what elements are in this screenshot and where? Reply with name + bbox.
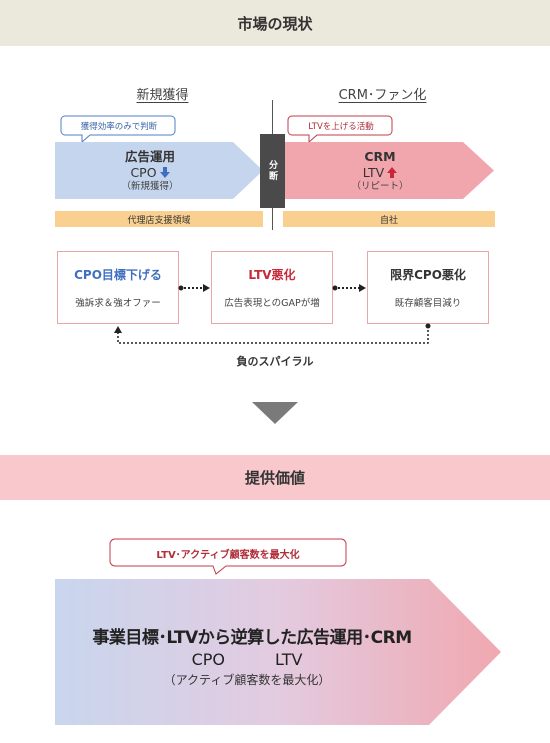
left-arrow-content: 広告運用 CPO （新規獲得） bbox=[75, 146, 225, 196]
divider-block: 分断 bbox=[260, 134, 285, 208]
cycle-box-ltv: LTV悪化 広告表現とのGAPが増 bbox=[211, 251, 333, 324]
right-arrow-metric-row: LTV bbox=[362, 165, 398, 181]
spiral-label: 負のスパイラル bbox=[236, 355, 314, 368]
connector-loop-back bbox=[114, 323, 431, 344]
left-arrow-title: 広告運用 bbox=[124, 149, 175, 165]
value-metric-cpo: CPO bbox=[191, 649, 225, 669]
left-arrow-metric-row: CPO bbox=[130, 165, 170, 181]
value-big-arrow bbox=[55, 579, 501, 725]
agency-band: 代理店支援領域 bbox=[55, 211, 263, 227]
right-process-arrow bbox=[283, 142, 494, 199]
value-main-text: 事業目標･LTVから逆算した広告運用･CRM bbox=[92, 627, 412, 648]
connector-2-3 bbox=[332, 284, 366, 292]
left-arrow-metric: CPO bbox=[130, 165, 157, 181]
spiral-connectors bbox=[114, 284, 431, 344]
right-column-title: CRM･ファン化 bbox=[338, 87, 427, 103]
value-metric-ltv: LTV bbox=[274, 649, 303, 669]
value-line3: （アクティブ顧客数を最大化） bbox=[62, 670, 432, 688]
divider-line-bottom bbox=[272, 208, 273, 230]
down-triangle-icon bbox=[252, 402, 298, 424]
cycle-box-cpo-title: CPO目標下げる bbox=[74, 268, 162, 282]
cycle-box-cpo-sub: 強訴求＆強オファー bbox=[75, 298, 161, 309]
left-bubble-text: 獲得効率のみで判断 bbox=[80, 121, 158, 132]
right-arrow-content: CRM LTV （リピート） bbox=[305, 146, 455, 196]
inhouse-band: 自社 bbox=[283, 211, 495, 227]
left-bubble-shape bbox=[60, 115, 176, 143]
section-header-value: 提供価値 bbox=[0, 455, 550, 500]
cycle-box-limit-sub: 既存顧客目減り bbox=[394, 298, 462, 309]
arrow-up-icon bbox=[387, 167, 398, 179]
right-arrow-metric: LTV bbox=[362, 165, 385, 181]
right-arrow-title: CRM bbox=[364, 149, 396, 165]
section-header-market: 市場の現状 bbox=[0, 0, 550, 46]
arrow-down-icon bbox=[159, 167, 170, 179]
value-bubble-shape bbox=[109, 538, 347, 575]
cycle-box-ltv-sub: 広告表現とのGAPが増 bbox=[224, 298, 320, 309]
cycle-box-limit: 限界CPO悪化 既存顧客目減り bbox=[367, 251, 489, 324]
right-bubble-text: LTVを上げる活動 bbox=[308, 121, 374, 132]
left-column-title: 新規獲得 bbox=[136, 87, 189, 103]
left-process-arrow bbox=[55, 142, 263, 199]
divider-line-top bbox=[272, 100, 273, 134]
value-line1: 事業目標･LTVから逆算した広告運用･CRM bbox=[62, 624, 442, 648]
right-arrow-note: （リピート） bbox=[351, 180, 409, 192]
connector-1-2 bbox=[178, 284, 210, 292]
cycle-box-ltv-title: LTV悪化 bbox=[248, 268, 296, 282]
left-arrow-note: （新規獲得） bbox=[121, 180, 179, 192]
value-bubble-text: LTV･アクティブ顧客数を最大化 bbox=[156, 549, 300, 561]
cycle-box-cpo: CPO目標下げる 強訴求＆強オファー bbox=[57, 251, 179, 324]
right-bubble-shape bbox=[287, 115, 393, 143]
value-sub-text: （アクティブ顧客数を最大化） bbox=[163, 672, 331, 687]
cycle-box-limit-title: 限界CPO悪化 bbox=[390, 268, 466, 282]
value-metrics-row: CPO LTV bbox=[62, 649, 432, 669]
